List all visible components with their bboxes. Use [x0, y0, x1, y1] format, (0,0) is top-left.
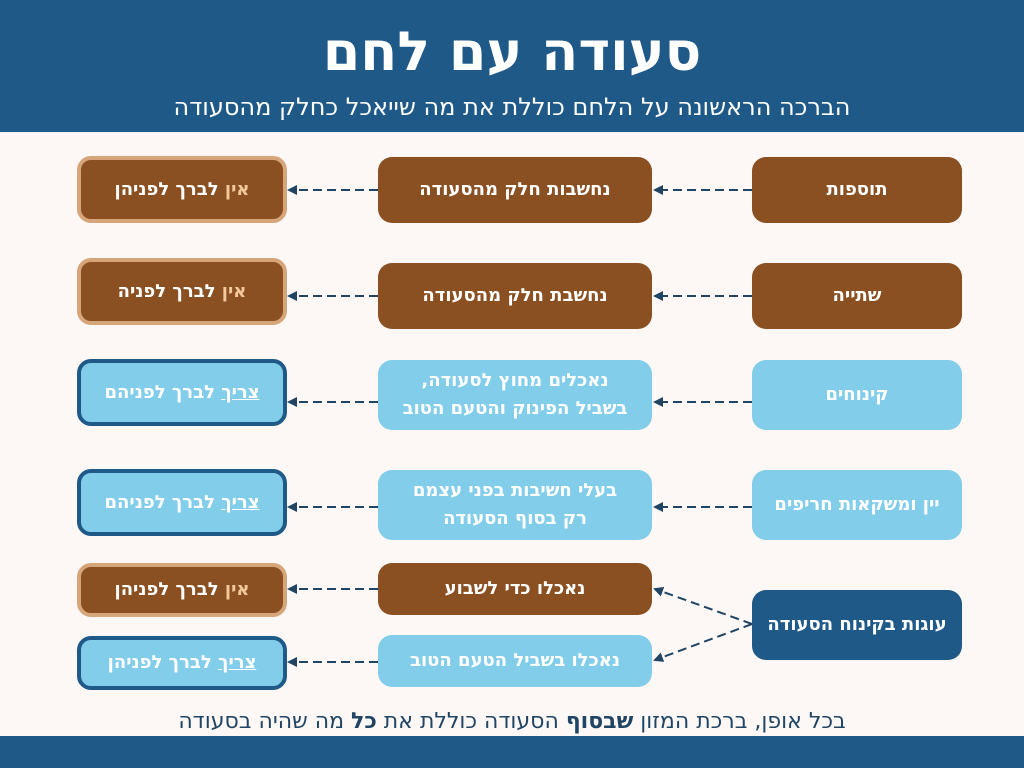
page-subtitle: הברכה הראשונה על הלחם כוללת את מה שייאכל… — [173, 93, 851, 121]
header: סעודה עם לחם הברכה הראשונה על הלחם כוללת… — [0, 0, 1024, 132]
arrow-cakes-satiety — [653, 587, 753, 625]
reason-wine: בעלי חשיבות בפני עצמם רק בסוף הסעודה — [378, 470, 652, 540]
result-rest: לברך לפניהן — [114, 178, 225, 200]
reason-desserts: נאכלים מחוץ לסעודה, בשביל הפינוק והטעם ה… — [378, 360, 652, 430]
page-title: סעודה עם לחם — [322, 20, 702, 83]
reason-line-1: נאכלים מחוץ לסעודה, — [421, 370, 609, 391]
footer-text-1: בכל אופן, ברכת המזון — [633, 709, 846, 734]
category-desserts: קינוחים — [752, 360, 962, 430]
category-wine: יין ומשקאות חריפים — [752, 470, 962, 540]
reason-cakes-taste: נאכלו בשביל הטעם הטוב — [378, 635, 652, 687]
footer-text-2: הסעודה כוללת את — [376, 709, 566, 734]
result-highlight: צריך — [221, 491, 260, 513]
result-rest: לברך לפניהן — [114, 579, 225, 600]
result-desserts: צריך לברך לפניהם — [77, 359, 287, 426]
result-rest: לברך לפניהם — [104, 381, 222, 403]
result-highlight: צריך — [218, 652, 257, 673]
reason-additions: נחשבות חלק מהסעודה — [378, 157, 652, 223]
result-highlight: צריך — [221, 381, 260, 403]
result-highlight: אין — [224, 178, 250, 200]
result-highlight: אין — [221, 280, 247, 302]
reason-line-2: רק בסוף הסעודה — [443, 508, 587, 529]
result-rest: לברך לפניהן — [107, 652, 219, 673]
footer-bold-1: שבסוף — [565, 709, 634, 734]
reason-drinks: נחשבת חלק מהסעודה — [378, 263, 652, 329]
result-wine: צריך לברך לפניהם — [77, 469, 287, 536]
result-drinks: אין לברך לפניה — [77, 258, 287, 325]
category-additions: תוספות — [752, 157, 962, 223]
result-additions: אין לברך לפניהן — [77, 156, 287, 223]
footer-note: בכל אופן, ברכת המזון שבסוף הסעודה כוללת … — [0, 705, 1024, 739]
footer-bar — [0, 736, 1024, 768]
result-highlight: אין — [224, 579, 250, 600]
footer-bold-2: כל — [351, 709, 377, 734]
reason-line-2: בשביל הפינוק והטעם הטוב — [402, 398, 628, 419]
result-rest: לברך לפניהם — [104, 491, 222, 513]
footer-text-3: מה שהיה בסעודה — [178, 709, 352, 734]
reason-line-1: בעלי חשיבות בפני עצמם — [412, 480, 618, 501]
result-cakes-taste: צריך לברך לפניהן — [77, 636, 287, 690]
result-cakes-satiety: אין לברך לפניהן — [77, 563, 287, 617]
reason-cakes-satiety: נאכלו כדי לשבוע — [378, 563, 652, 615]
arrow-cakes-taste — [653, 623, 753, 662]
category-drinks: שתייה — [752, 263, 962, 329]
result-rest: לברך לפניה — [117, 280, 222, 302]
category-cakes: עוגות בקינוח הסעודה — [752, 590, 962, 660]
